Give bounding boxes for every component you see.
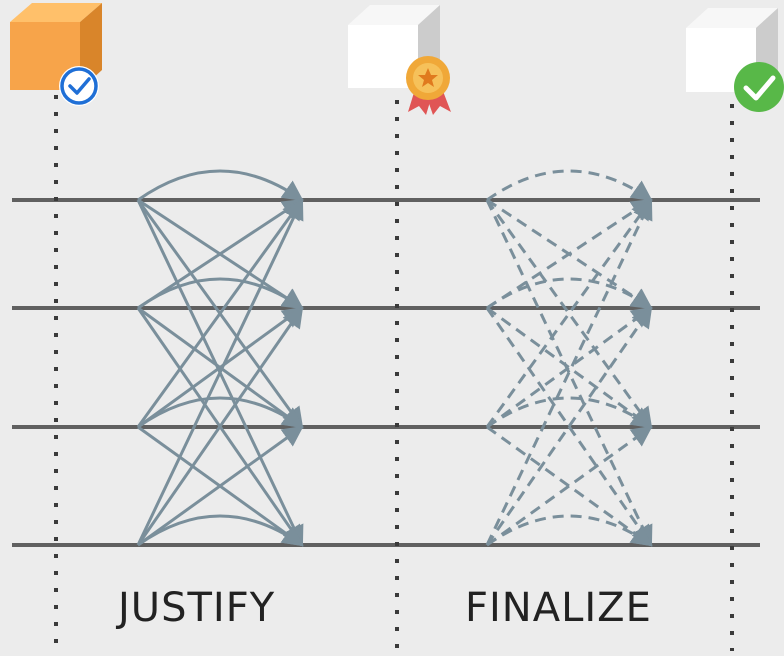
message-arrow — [486, 396, 653, 429]
lanes — [12, 198, 760, 547]
message-arrow — [137, 277, 304, 310]
message-arrow — [486, 277, 653, 310]
dividers — [54, 95, 734, 651]
message-arrow — [136, 306, 304, 546]
message-arrow — [485, 306, 653, 546]
message-arrow — [486, 425, 653, 547]
finalize-arrows — [485, 169, 653, 547]
message-arrow — [137, 396, 304, 429]
message-arrow — [136, 198, 304, 428]
message-arrow — [486, 425, 653, 547]
justify-label: JUSTIFY — [118, 585, 276, 631]
check-circle-icon — [734, 62, 784, 112]
message-arrow — [486, 514, 653, 547]
message-arrow — [486, 306, 653, 429]
message-arrow — [486, 169, 653, 202]
block-1 — [10, 3, 102, 106]
message-arrow — [485, 198, 653, 546]
message-arrow — [486, 198, 653, 310]
message-arrow — [137, 306, 304, 429]
cube-icon — [10, 3, 102, 90]
block-2 — [348, 5, 451, 115]
message-arrow — [137, 425, 304, 547]
check-circle-icon — [59, 66, 99, 106]
message-arrow — [137, 169, 304, 202]
message-arrow — [137, 514, 304, 547]
message-arrow — [486, 306, 653, 429]
message-arrow — [136, 198, 304, 546]
message-arrow — [485, 198, 653, 428]
message-arrow — [137, 198, 304, 310]
finalize-label: FINALIZE — [465, 585, 652, 631]
block-3 — [686, 8, 784, 112]
message-arrow — [485, 199, 653, 429]
medal-icon — [406, 56, 451, 115]
justify-arrows — [136, 169, 304, 547]
